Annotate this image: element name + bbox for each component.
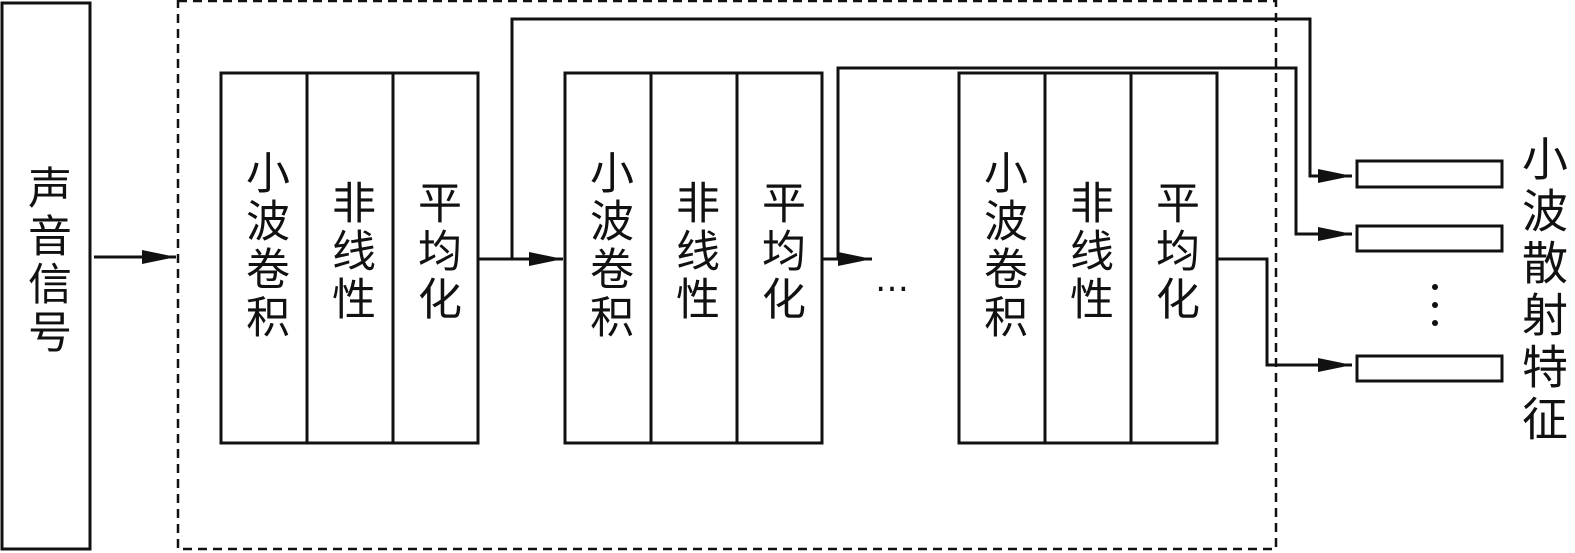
vertical-ellipsis-dots <box>1432 284 1438 326</box>
feature-bar-1 <box>1355 159 1504 189</box>
input-box <box>0 1 92 551</box>
output-label: 小波散射特征 <box>1515 135 1569 447</box>
input-label: 声音信号 <box>20 165 71 357</box>
stage-3-layer-1: 小波卷积 <box>976 150 1027 342</box>
stage-1-layer-2: 非线性 <box>324 180 375 324</box>
stage-2-layer-3: 平均化 <box>754 180 805 324</box>
feature-bar-3 <box>1355 354 1504 383</box>
arrow-out-2 <box>836 66 1352 259</box>
network-dashed-frame <box>176 0 1278 551</box>
stage-2-layer-2: 非线性 <box>668 180 719 324</box>
arrow-out-1 <box>510 17 1352 259</box>
arrow-out-3 <box>1217 257 1352 372</box>
stage-3-layer-3: 平均化 <box>1148 180 1199 324</box>
stage-2-layer-1: 小波卷积 <box>582 150 633 342</box>
feature-bar-2 <box>1355 224 1504 253</box>
stage-3-layer-2: 非线性 <box>1062 180 1113 324</box>
horizontal-ellipsis: … <box>875 260 909 300</box>
stage-1-layer-1: 小波卷积 <box>238 150 289 342</box>
stage-1-layer-3: 平均化 <box>410 180 461 324</box>
